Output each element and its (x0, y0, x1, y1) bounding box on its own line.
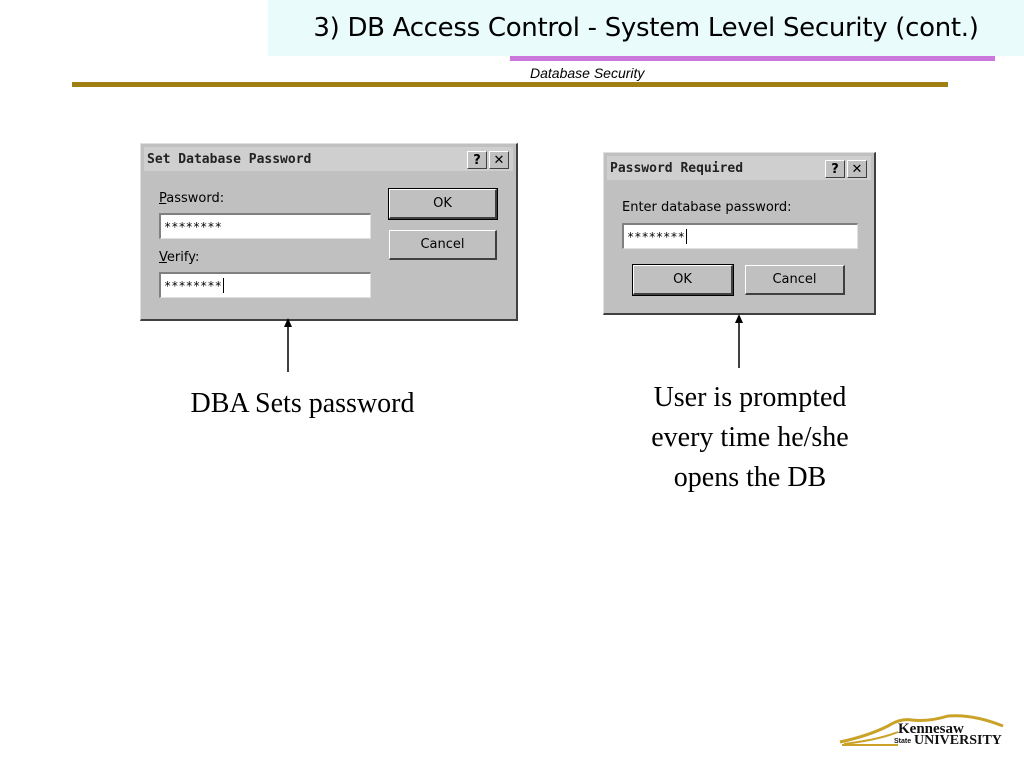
caption-user-prompted: User is prompted every time he/she opens… (600, 378, 900, 498)
mountain-logo-icon (839, 714, 1004, 746)
up-arrow-right (735, 314, 743, 368)
slide-subtitle: Database Security (530, 65, 645, 81)
logo-word-kennesaw: Kennesaw (898, 721, 964, 737)
ok-button-label: OK (433, 196, 452, 211)
close-icon: ✕ (851, 161, 863, 177)
logo-word-university: UNIVERSITY (914, 733, 1002, 748)
help-icon: ? (831, 161, 839, 177)
cancel-button[interactable]: Cancel (745, 265, 845, 295)
prompt-label: Enter database password: (622, 200, 792, 215)
cancel-button-label: Cancel (772, 272, 817, 287)
slide-title-box: 3) DB Access Control - System Level Secu… (268, 0, 1024, 56)
text-caret (685, 229, 687, 244)
up-arrow-left (284, 318, 292, 372)
help-button[interactable]: ? (825, 160, 845, 178)
verify-input-value: ******** (164, 278, 222, 293)
password-input[interactable]: ******** (159, 213, 371, 239)
close-button[interactable]: ✕ (847, 160, 867, 178)
verify-input[interactable]: ******** (159, 272, 371, 298)
database-password-input[interactable]: ******** (622, 223, 858, 249)
ok-button[interactable]: OK (388, 188, 498, 220)
ok-button-label: OK (673, 272, 692, 287)
dialog-titlebar[interactable]: Password Required ? ✕ (607, 156, 871, 180)
password-label: Password: (159, 191, 224, 206)
caption-line-2: every time he/she (651, 422, 849, 453)
caption-line-3: opens the DB (673, 462, 827, 493)
header-divider-gold (72, 82, 948, 87)
cancel-button-label: Cancel (420, 237, 465, 252)
verify-label: Verify: (159, 250, 199, 265)
help-button[interactable]: ? (467, 151, 487, 169)
dialog-title: Password Required (610, 160, 744, 176)
text-caret (222, 278, 224, 293)
password-input-value: ******** (164, 219, 222, 234)
dialog-title: Set Database Password (147, 151, 312, 167)
title-underline-pink (510, 56, 995, 61)
cancel-button[interactable]: Cancel (389, 230, 497, 260)
slide-title: 3) DB Access Control - System Level Secu… (313, 13, 979, 43)
kennesaw-state-university-logo: Kennesaw State UNIVERSITY (838, 712, 1008, 752)
verify-label-accel: V (159, 250, 167, 265)
password-label-rest: assword: (166, 191, 225, 206)
help-icon: ? (473, 152, 481, 168)
close-icon: ✕ (493, 152, 505, 168)
verify-label-rest: erify: (166, 250, 200, 265)
caption-line-1: User is prompted (653, 382, 847, 413)
ok-button[interactable]: OK (632, 264, 734, 296)
dialog-titlebar[interactable]: Set Database Password ? ✕ (144, 147, 513, 171)
logo-word-state: State (894, 738, 912, 745)
close-button[interactable]: ✕ (489, 151, 509, 169)
password-label-accel: P (159, 191, 167, 206)
caption-dba-sets-password: DBA Sets password (190, 388, 415, 419)
set-database-password-dialog: Set Database Password ? ✕ Password: ****… (140, 143, 518, 321)
password-required-dialog: Password Required ? ✕ Enter database pas… (603, 152, 876, 315)
database-password-value: ******** (627, 229, 685, 244)
